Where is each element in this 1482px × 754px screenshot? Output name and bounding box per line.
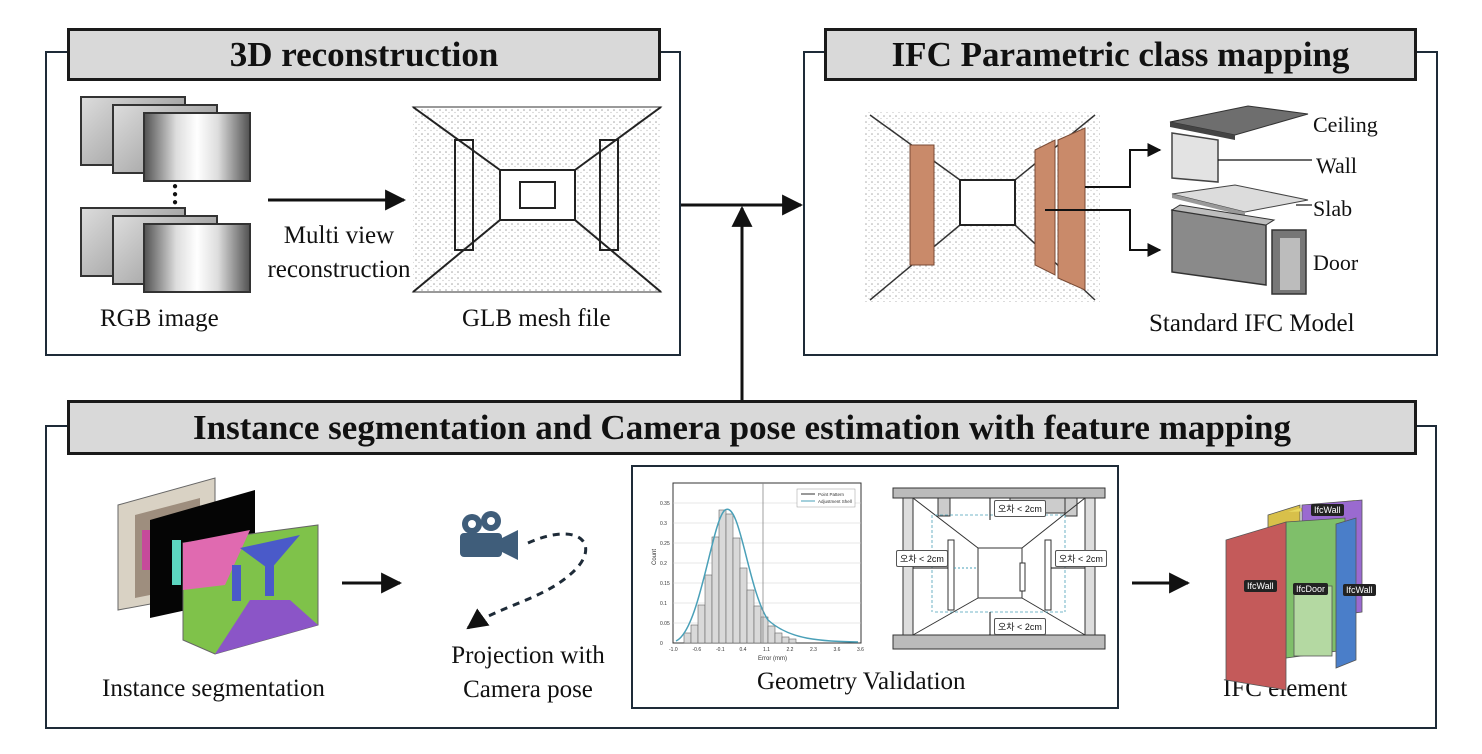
hist-x-tick: -0.1 (716, 647, 725, 653)
reconstruction-title: 3D reconstruction (67, 28, 661, 81)
camera-icon (460, 511, 518, 560)
hist-y-tick: 0.1 (660, 601, 667, 607)
geometry-validation-box (631, 465, 1119, 709)
camera-pose-path (466, 532, 588, 630)
ellipsis-dots: ●●● (172, 181, 179, 208)
hist-x-tick: 3.6 (834, 647, 841, 653)
ifc-tag-wall-top: IfcWall (1311, 504, 1344, 516)
hist-legend-1: Adjustment Shell (818, 499, 852, 504)
ifc-red-wall (1225, 521, 1287, 691)
hist-x-tick: -1.0 (669, 647, 678, 653)
hist-y-tick: 0.15 (660, 581, 670, 587)
hist-ylabel: Count (652, 549, 658, 565)
hist-xlabel: Error (mm) (758, 656, 787, 662)
hist-y-tick: 0.35 (660, 501, 670, 507)
multi-view-label-line2: reconstruction (267, 256, 411, 283)
hist-y-tick: 0.3 (660, 521, 667, 527)
hist-y-tick: 0.25 (660, 541, 670, 547)
glb-mesh-label: GLB mesh file (462, 305, 611, 332)
geometry-validation-label: Geometry Validation (757, 668, 966, 695)
hist-x-tick: 1.1 (763, 647, 770, 653)
mapping-bracket-bottom (1045, 209, 1162, 257)
tolerance-tag-left: 오차 < 2cm (896, 550, 948, 567)
hist-y-tick: 0 (660, 641, 663, 647)
hist-x-tick: 2.3 (810, 647, 817, 653)
ifc-tag-wall-right: IfcWall (1343, 584, 1376, 596)
part-label-door: Door (1313, 250, 1359, 275)
highlight-wall-left (909, 144, 935, 266)
validation-cross-section (892, 487, 1106, 650)
ifc-corridor-image (865, 112, 1100, 302)
wall-part (1171, 132, 1219, 183)
tolerance-tag-bottom: 오차 < 2cm (994, 618, 1046, 635)
tolerance-tag-right: 오차 < 2cm (1055, 550, 1107, 567)
hist-legend-0: Point Pattern (818, 492, 845, 497)
hist-y-tick: 0.05 (660, 621, 670, 627)
projection-label-line2: Camera pose (463, 676, 593, 703)
hist-x-tick: 0.4 (740, 647, 747, 653)
highlight-wall-right-1 (1034, 139, 1056, 276)
ifc-element-model (1225, 499, 1363, 691)
mapping-bracket-top (1085, 143, 1162, 188)
standard-ifc-model-label: Standard IFC Model (1149, 310, 1355, 337)
ifc-mapping-title: IFC Parametric class mapping (824, 28, 1417, 81)
hist-x-tick: 3.6 (857, 647, 864, 653)
segmentation-title: Instance segmentation and Camera pose es… (67, 400, 1417, 455)
hist-y-tick: 0.2 (660, 561, 667, 567)
ifc-tag-door: IfcDoor (1293, 583, 1329, 595)
part-label-slab: Slab (1313, 196, 1353, 221)
hist-x-tick: 2.2 (787, 647, 794, 653)
ifc-parts-exploded (1169, 105, 1312, 295)
ifc-tag-wall-left: IfcWall (1244, 580, 1277, 592)
rgb-image-label: RGB image (100, 305, 219, 332)
ceiling-part (1169, 105, 1309, 136)
instance-segmentation-image (117, 477, 319, 655)
part-label-wall: Wall (1316, 153, 1357, 178)
instance-segmentation-label: Instance segmentation (102, 675, 325, 702)
hist-x-tick: -0.6 (693, 647, 702, 653)
part-label-ceiling: Ceiling (1313, 112, 1378, 137)
glb-mesh-image (411, 106, 663, 293)
validation-histogram: Point Pattern Adjustment Shell Count Err… (652, 482, 864, 662)
projection-label-line1: Projection with (451, 642, 605, 669)
multi-view-label-line1: Multi view (283, 222, 395, 249)
ifc-door (1293, 585, 1333, 657)
tolerance-tag-top: 오차 < 2cm (994, 500, 1046, 517)
